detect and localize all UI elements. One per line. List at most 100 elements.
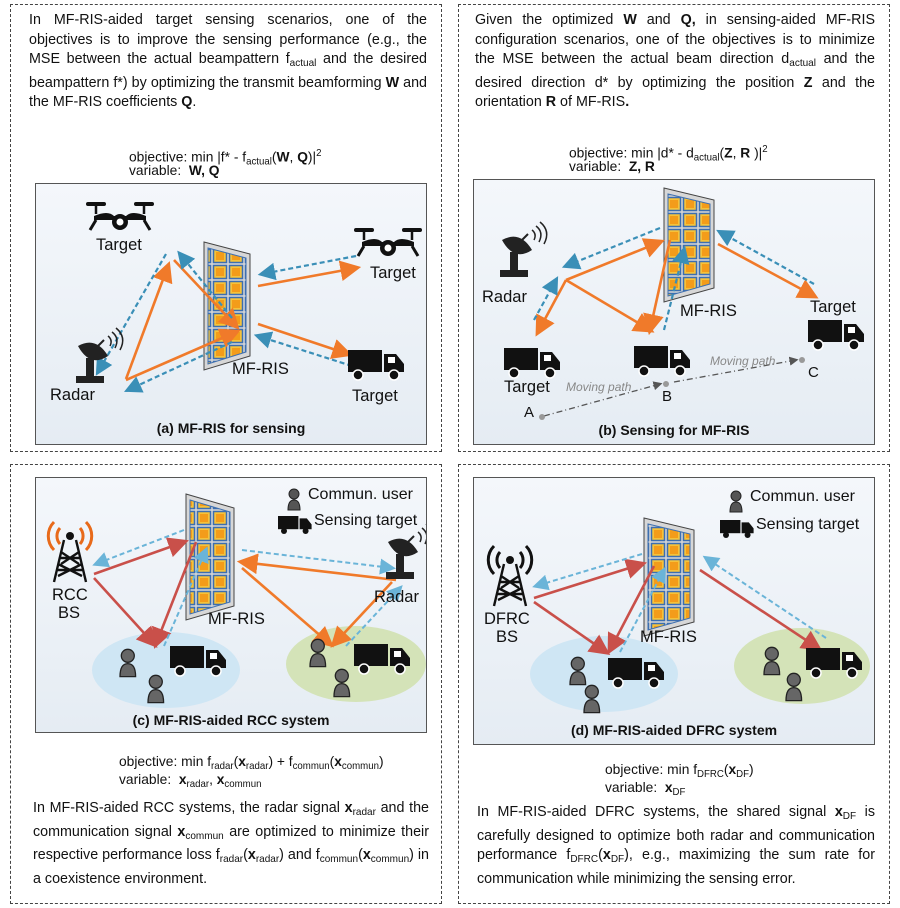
- panel-a-diagram: Target Target Target Radar MF-RIS (a) MF…: [35, 183, 427, 445]
- beam-d3: [607, 565, 656, 655]
- point-c-label: C: [808, 364, 819, 381]
- beam-c6: [241, 567, 334, 648]
- base-station-icon: [486, 544, 534, 607]
- target-label-left: Target: [504, 378, 550, 396]
- quadrant-a-variable: variable: W, Q: [129, 163, 220, 178]
- legend-target-label: Sensing target: [314, 512, 418, 529]
- base-station-icon: [46, 520, 94, 583]
- echo-a2: [177, 250, 233, 319]
- target-label-right: Target: [810, 298, 856, 316]
- beam-b3: [535, 279, 568, 337]
- echo-b1: [561, 226, 661, 270]
- point-c-dot: [799, 357, 805, 363]
- beam-a4: [257, 260, 362, 288]
- truck-legend-icon: [720, 520, 754, 538]
- truck-icon: [634, 346, 690, 377]
- ris-label: MF-RIS: [640, 628, 697, 646]
- legend-user-label: Commun. user: [750, 488, 855, 505]
- beam-c3: [152, 541, 198, 649]
- beam-c1: [93, 537, 189, 576]
- target-label-top: Target: [96, 236, 142, 254]
- moving-path-ab: [543, 381, 663, 417]
- echo-d3: [702, 555, 827, 639]
- legend-target-label: Sensing target: [756, 516, 860, 533]
- panel-c-svg: [46, 488, 426, 708]
- ris-label: MF-RIS: [232, 360, 289, 378]
- user-icon: [119, 648, 137, 678]
- bs-label-line1: RCC: [52, 586, 88, 604]
- echo-b2: [533, 276, 559, 321]
- radar-icon: [76, 327, 124, 383]
- panel-b-svg: [500, 187, 864, 420]
- quadrant-b-description: Given the optimized W and Q, in sensing-…: [475, 12, 875, 110]
- quadrant-a-description: In MF-RIS-aided target sensing scenarios…: [29, 12, 428, 110]
- beam-c4: [236, 553, 397, 582]
- moving-path-label-2: Moving path: [710, 354, 776, 368]
- quadrant-c-objective: objective: min fradar(xradar) + fcommun(…: [119, 754, 384, 772]
- echo-a1: [95, 253, 167, 376]
- panel-b-caption: (b) Sensing for MF-RIS: [598, 422, 750, 438]
- quadrant-d-objective: objective: min fDFRC(xDF): [605, 762, 754, 780]
- echo-a4: [253, 331, 353, 368]
- user-area-green: [734, 628, 870, 704]
- quadrant-b-objective: objective: min |d* - dactual(Z, R )|2: [569, 144, 768, 164]
- quadrant-c-variable: variable: xradar, xcommun: [119, 772, 262, 790]
- target-label-bottom: Target: [352, 387, 398, 405]
- quadrant-d-variable: variable: xDF: [605, 780, 686, 798]
- echo-c4: [345, 585, 403, 647]
- beam-a1: [124, 261, 173, 380]
- point-a-dot: [539, 414, 545, 420]
- user-icon: [147, 674, 165, 704]
- beam-a5: [257, 322, 353, 359]
- truck-icon: [170, 646, 226, 677]
- panel-b-diagram: Radar MF-RIS Target Target Moving path M…: [473, 179, 875, 445]
- truck-icon: [608, 658, 664, 689]
- beam-d1: [533, 558, 647, 600]
- beam-b2: [565, 278, 655, 333]
- panel-d-caption: (d) MF-RIS-aided DFRC system: [570, 722, 778, 738]
- echo-a5: [124, 341, 233, 393]
- echo-c3: [241, 549, 396, 575]
- quadrant-c: Commun. user Sensing target RCC BS MF-RI…: [10, 464, 442, 904]
- point-b-dot: [663, 381, 669, 387]
- ris-panel-c: [185, 493, 235, 621]
- ris-panel-d: [643, 517, 695, 637]
- panel-a-caption: (a) MF-RIS for sensing: [156, 420, 306, 436]
- bs-label-line1: DFRC: [484, 610, 530, 628]
- user-icon: [763, 646, 781, 676]
- bs-label-line2: BS: [58, 604, 81, 622]
- ris-label: MF-RIS: [208, 610, 265, 628]
- radar-label: Radar: [374, 588, 419, 606]
- beam-d4: [699, 568, 823, 651]
- user-legend-icon: [729, 490, 743, 513]
- ris-panel-b: [663, 187, 715, 303]
- panel-d-diagram: Commun. user Sensing target DFRC BS MF-R…: [473, 477, 875, 745]
- point-b-label: B: [662, 388, 673, 405]
- quadrant-a: In MF-RIS-aided target sensing scenarios…: [10, 4, 442, 452]
- truck-icon: [808, 320, 864, 351]
- target-label-right: Target: [370, 264, 416, 282]
- beam-c2: [93, 577, 158, 648]
- echo-d1: [532, 553, 643, 591]
- point-a-label: A: [524, 404, 535, 421]
- radar-label: Radar: [50, 386, 95, 404]
- truck-legend-icon: [278, 516, 312, 534]
- panel-d-svg: [486, 490, 870, 714]
- legend-user-label: Commun. user: [308, 486, 413, 503]
- echo-b4: [716, 229, 815, 285]
- quadrant-d: Commun. user Sensing target DFRC BS MF-R…: [458, 464, 890, 904]
- drone-icon: [354, 228, 422, 257]
- panel-c-diagram: Commun. user Sensing target RCC BS MF-RI…: [35, 477, 427, 733]
- echo-b3: [662, 245, 690, 331]
- moving-path-label-1: Moving path: [566, 380, 632, 394]
- user-icon: [785, 672, 803, 702]
- quadrant-a-objective: objective: min |f* - factual(W, Q)|2: [129, 148, 322, 168]
- quadrant-c-description: In MF-RIS-aided RCC systems, the radar s…: [33, 800, 430, 887]
- truck-icon: [348, 350, 404, 381]
- bs-label-line2: BS: [496, 628, 519, 646]
- user-legend-icon: [287, 488, 301, 511]
- user-icon: [333, 668, 351, 698]
- radar-icon: [500, 221, 548, 277]
- beam-b5: [717, 242, 819, 299]
- radar-label: Radar: [482, 288, 527, 306]
